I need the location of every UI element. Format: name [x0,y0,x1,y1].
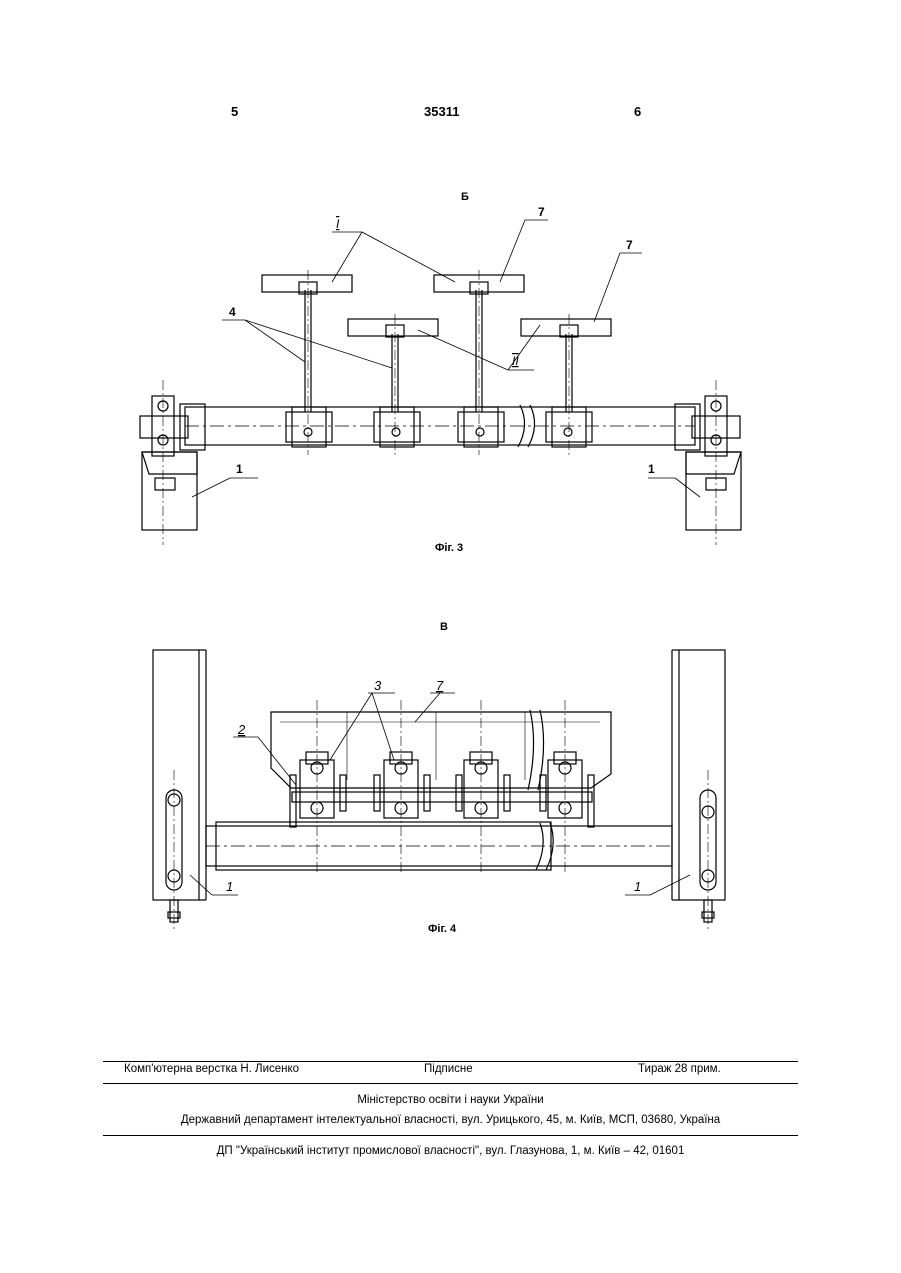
figure-4-drawing: В [153,621,725,935]
fig3-plates [262,275,611,337]
figure-3-drawing: Б [140,191,741,554]
figure-3-view-label: Б [461,191,469,203]
fig4-label-seven: 7 [436,678,444,693]
fig4-right-frame [679,650,725,900]
fig4-left-frame [153,650,199,900]
fig4-plate [271,712,611,788]
footer-signed: Підписне [424,1063,473,1075]
fig4-label-three: 3 [374,678,382,693]
footer-typesetting: Комп'ютерна верстка Н. Лисенко [124,1063,299,1075]
fig4-label-two: 2 [237,722,246,737]
fig3-rods [305,290,572,412]
technical-drawings: Б [0,0,901,1000]
fig3-clamps [286,407,592,447]
fig4-label-one-left: 1 [226,879,233,894]
fig4-clamps [290,752,594,827]
figure-4-caption: Фіг. 4 [428,923,457,935]
fig3-left-support [142,452,197,530]
fig4-label-one-right: 1 [634,879,641,894]
figure-4-view-label: В [440,621,448,633]
fig3-label-one-right: 1 [648,462,655,476]
footer-circulation: Тираж 28 прим. [638,1063,721,1075]
fig3-label-seven-a: 7 [538,205,545,219]
footer-institute: ДП "Український інститут промислової вла… [103,1145,798,1157]
fig3-label-roman-one: I [336,217,340,231]
figure-3-caption: Фіг. 3 [435,542,463,554]
footer-ministry: Міністерство освіти і науки України [103,1094,798,1106]
fig3-right-support [686,452,741,530]
fig3-label-four: 4 [229,305,236,319]
fig3-label-one-left: 1 [236,462,243,476]
fig3-label-seven-b: 7 [626,238,633,252]
footer-rule-middle [103,1083,798,1084]
footer-department: Державний департамент інтелектуальної вл… [103,1114,798,1126]
footer-rule-top [103,1061,798,1062]
footer-rule-bottom [103,1135,798,1136]
fig3-label-roman-two: II [512,354,519,368]
